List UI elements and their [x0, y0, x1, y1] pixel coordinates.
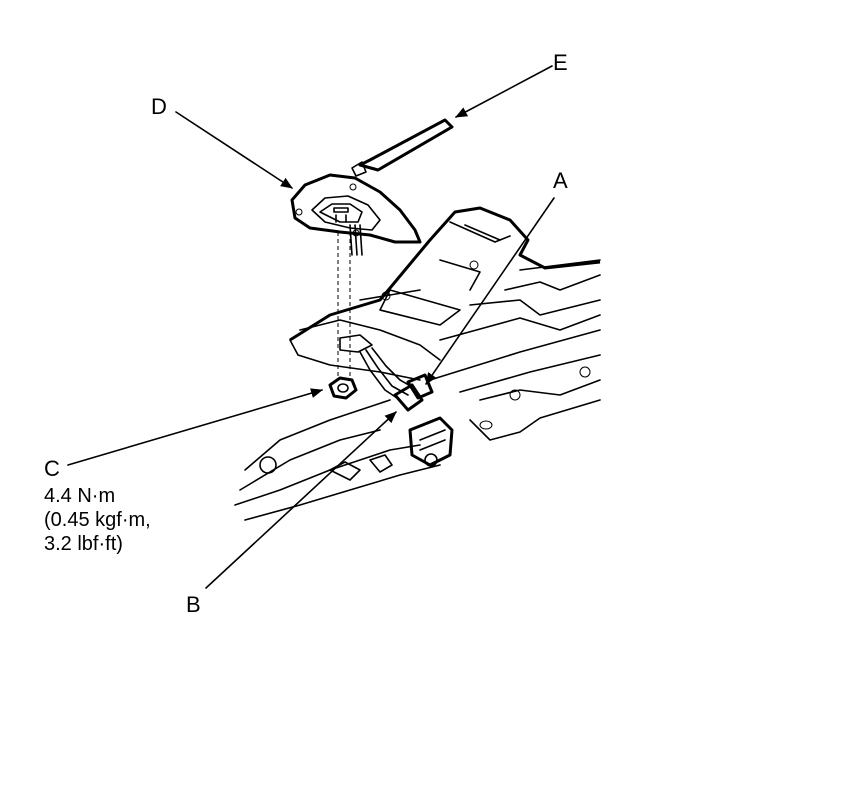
leader-e — [455, 65, 553, 118]
callout-c: C — [44, 456, 60, 481]
antenna-base — [290, 173, 422, 256]
feeder-cable — [339, 334, 434, 412]
torque-spec-kgf: (0.45 kgf·m, — [44, 509, 151, 531]
alignment-guide — [337, 232, 351, 380]
leader-d — [175, 111, 293, 189]
callout-b: B — [186, 592, 201, 617]
torque-spec: 4.4 N·m (0.45 kgf·m, 3.2 lbf·ft) — [44, 484, 151, 556]
torque-spec-metric: 4.4 N·m — [44, 485, 116, 507]
roof-panel — [289, 206, 601, 441]
leader-a — [425, 197, 555, 385]
mounting-nut — [328, 376, 358, 400]
antenna-mast — [351, 118, 454, 177]
leader-b — [205, 411, 397, 589]
callout-d: D — [151, 94, 167, 119]
callout-a: A — [553, 168, 568, 193]
torque-spec-lbf: 3.2 lbf·ft) — [44, 533, 123, 555]
leader-c — [67, 388, 323, 466]
leader-lines — [67, 65, 555, 589]
roof-rail — [234, 399, 441, 521]
callout-e: E — [553, 50, 568, 75]
harness-connector — [408, 416, 454, 467]
